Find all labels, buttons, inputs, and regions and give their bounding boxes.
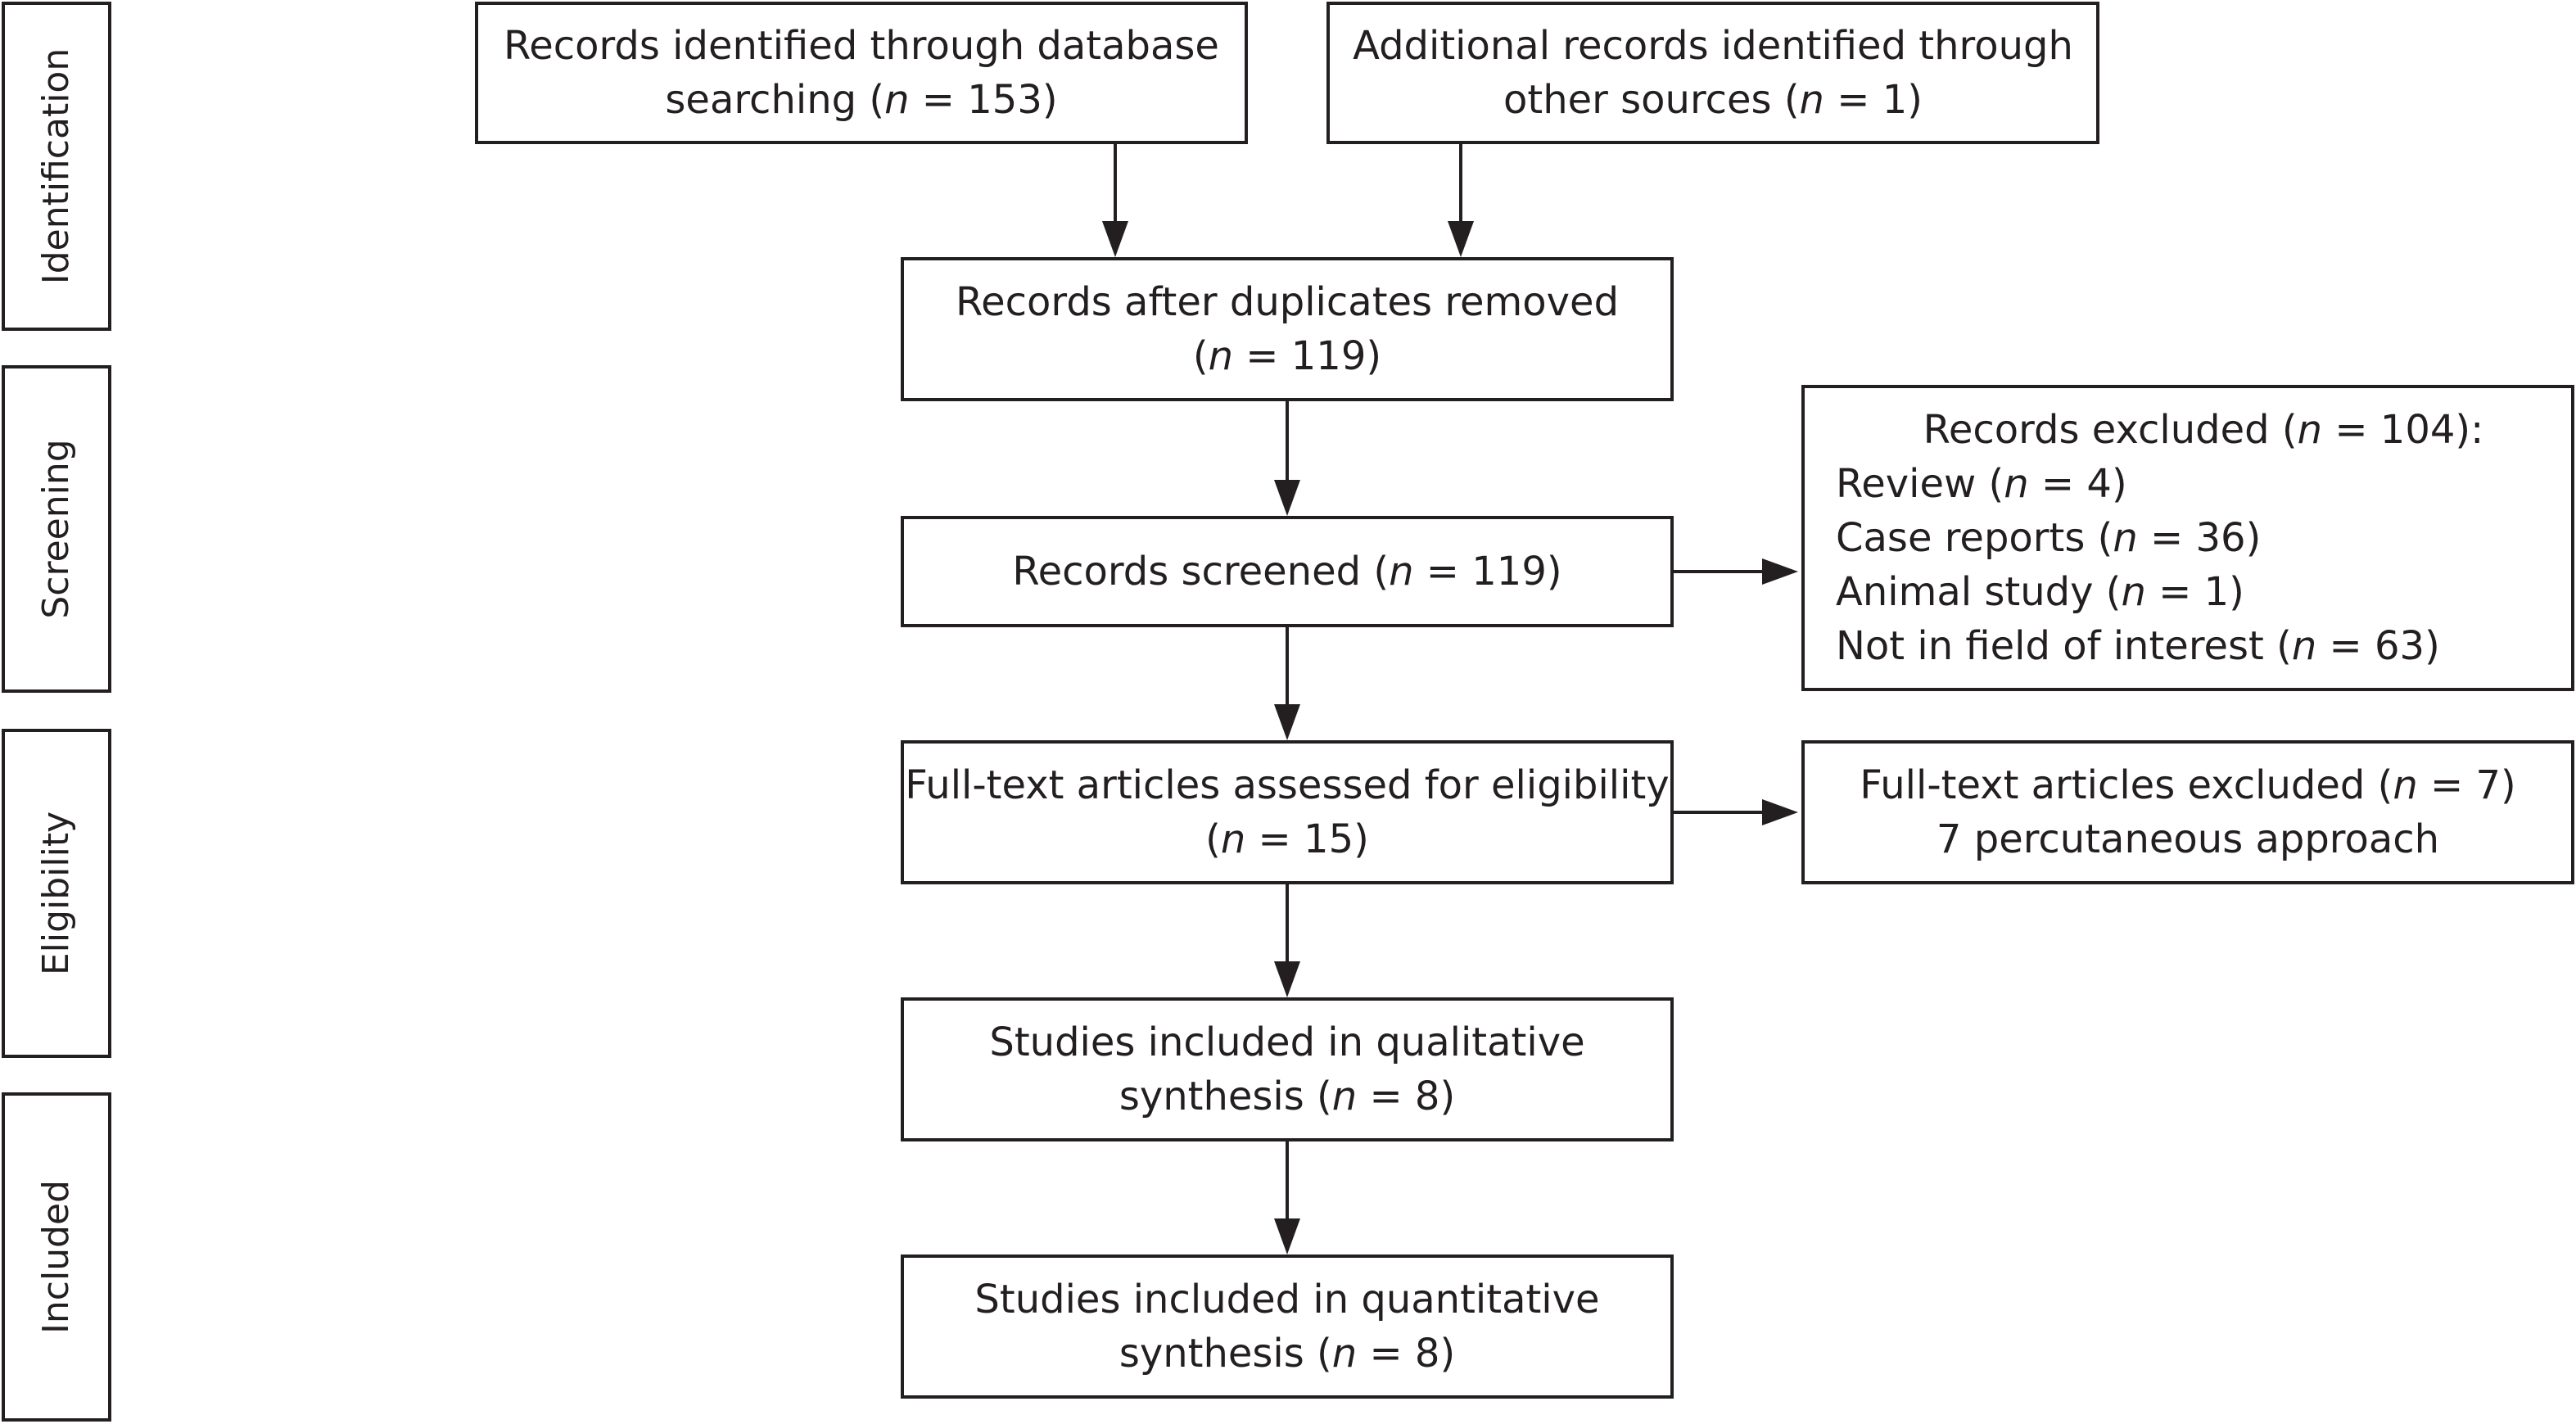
box-other-line2: other sources (n = 1): [1503, 77, 1923, 123]
box-fulltext-excluded-line1: Full-text articles excluded (n = 7): [1860, 762, 2516, 808]
box-records-excluded: Records excluded (n = 104): Review (n = …: [1801, 385, 2574, 691]
box-quantitative-synthesis: Studies included in quantitative synthes…: [901, 1254, 1674, 1399]
box-fulltext-line1: Full-text articles assessed for eligibil…: [905, 762, 1670, 808]
box-database-line1: Records identified through database: [504, 23, 1219, 69]
box-duplicates-line2: (n = 119): [1192, 333, 1382, 379]
box-qualitative-line2: synthesis (n = 8): [1119, 1074, 1456, 1119]
stage-label-included: Included: [35, 1179, 77, 1335]
box-other-sources: Additional records identified through ot…: [1326, 2, 2099, 144]
box-fulltext-line2: (n = 15): [1205, 816, 1369, 862]
box-fulltext-assessed: Full-text articles assessed for eligibil…: [901, 740, 1674, 884]
stage-included: Included: [2, 1092, 111, 1422]
box-screened-line1: Records screened (n = 119): [1012, 549, 1562, 594]
excluded-item-case-reports: Case reports (n = 36): [1836, 515, 2262, 561]
box-qualitative-synthesis: Studies included in qualitative synthesi…: [901, 997, 1674, 1141]
box-duplicates-removed: Records after duplicates removed (n = 11…: [901, 257, 1674, 401]
box-fulltext-excluded: Full-text articles excluded (n = 7) 7 pe…: [1801, 740, 2574, 884]
box-fulltext-excluded-line2: 7 percutaneous approach: [1936, 816, 2440, 862]
stage-label-identification: Identification: [35, 47, 77, 285]
excluded-item-animal-study: Animal study (n = 1): [1836, 569, 2244, 615]
box-qualitative-line1: Studies included in qualitative: [989, 1019, 1585, 1065]
box-quantitative-line1: Studies included in quantitative: [974, 1277, 1600, 1322]
stage-label-eligibility: Eligibility: [35, 811, 77, 976]
stage-screening: Screening: [2, 365, 111, 693]
stage-eligibility: Eligibility: [2, 729, 111, 1058]
box-other-line1: Additional records identified through: [1353, 23, 2073, 69]
excluded-item-not-in-field: Not in field of interest (n = 63): [1836, 623, 2440, 669]
box-records-screened: Records screened (n = 119): [901, 516, 1674, 627]
stage-identification: Identification: [2, 2, 111, 331]
box-quantitative-line2: synthesis (n = 8): [1119, 1331, 1456, 1377]
excluded-item-review: Review (n = 4): [1836, 461, 2127, 507]
stage-label-screening: Screening: [35, 439, 77, 619]
box-database-line2: searching (n = 153): [665, 77, 1058, 123]
box-database-records: Records identified through database sear…: [475, 2, 1248, 144]
box-duplicates-line1: Records after duplicates removed: [955, 279, 1620, 325]
box-excluded-heading: Records excluded (n = 104):: [1923, 407, 2484, 453]
